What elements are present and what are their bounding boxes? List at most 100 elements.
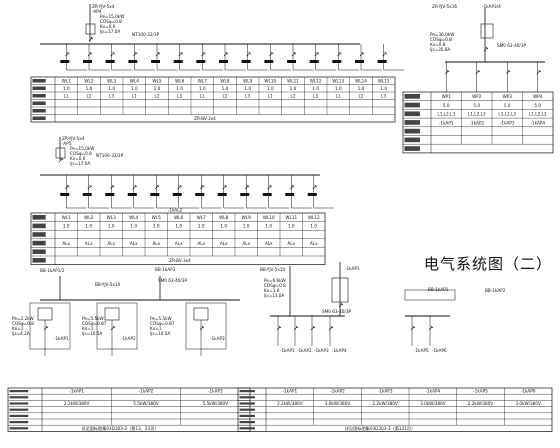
main-breaker-tick [340,302,344,306]
circuit-id: WL11 [287,79,299,84]
branch-breaker [133,52,137,57]
panel-ap3-4: ZR-YJV-5x16-1kAP3/4Pe=36.0kWCOSφ=0.8Kx=0… [402,4,554,154]
panel-param: Ijs=17.0A [100,29,120,34]
main-breaker-label: NT100-32/3P [96,153,124,158]
circuit-power: 1.0 [335,86,342,91]
circuit-id: WP2 [472,94,482,99]
branch-breaker [110,52,114,57]
panel-id-label: -AP5 [62,141,72,146]
branch-breaker-tick [330,325,334,329]
group-param: Pe=2.2kW [12,316,34,321]
circuit-table-row-heading [32,223,46,229]
panel-bb-ap1-2: BB-YJV-5x10Pe=6.6kWCOSφ=0.8Kx=1.0Ijs=13.… [237,262,553,432]
circuit-id: WL3 [107,215,116,220]
circuit-id: WL5 [152,215,161,220]
rcd-block [195,193,205,196]
circuit-phase: L1 [64,94,69,99]
rcd-block [150,193,160,196]
branch-destination: -1kAP2 [297,348,312,353]
main-breaker-label: SM0 63-40/3P [497,43,527,48]
load-rating: 2.2kW/380V [372,401,398,406]
panel-ap4: ZR-YJV-5x4-AP4Pe=15.0kWCOSφ=0.8Kx=0.6Ijs… [30,4,405,123]
circuit-destination: -1kAP3 [500,120,515,125]
branch-breaker-tick [430,325,434,329]
main-breaker [483,47,488,52]
branch-breaker-tick [247,184,250,188]
circuit-phase: L2 [155,94,160,99]
branch-breaker-tick [314,184,317,188]
meter-box [193,307,209,321]
rcd-block [172,193,182,196]
circuit-table-row-heading [32,109,46,113]
circuit-destination: -1kAP4 [530,120,545,125]
branch-destination: -1kAP3 [314,348,329,353]
rcd-block [105,60,115,63]
load-table-row-heading [9,402,29,405]
circuit-power: 1.0 [290,86,297,91]
branch-breaker [65,52,69,57]
main-breaker [88,37,93,42]
branch-breaker-tick [179,184,182,188]
branch-breaker [178,52,182,57]
enclosure-box [29,302,71,350]
circuit-power: 1.0 [244,86,251,91]
circuit-power: 1.0 [265,224,272,229]
circuit-power: 1.0 [130,224,137,229]
circuit-id: WL2 [84,79,93,84]
circuit-phase: L3 [245,94,250,99]
meter-box [104,307,120,321]
branch-breaker-tick [248,51,251,55]
branch-breaker [110,185,114,190]
branch-breaker-tick [135,51,138,55]
load-destination: -1kAP4 [426,389,441,394]
group-breaker-tick [201,325,205,329]
panel-title-left: BB-1kAP1/2 [40,268,65,273]
branch-breaker-tick [89,51,93,55]
load-table-row-heading [239,390,255,393]
branch-breaker [87,185,91,190]
group-param: Kx=1 [150,326,162,331]
circuit-id: WL7 [198,79,207,84]
circuit-phase: ALx [107,241,115,246]
branch-breaker [410,326,415,331]
outgoing-table-row-heading [404,146,420,151]
outgoing-breaker [536,70,540,75]
branch-breaker-tick [293,51,297,55]
main-breaker-label: SM0 63-40/3P [322,309,352,314]
circuit-id: WL1 [62,215,71,220]
circuit-id: WP3 [503,94,513,99]
circuit-id: WL7 [197,215,206,220]
circuit-phase: L3 [313,94,318,99]
branch-breaker-tick [134,184,137,188]
circuit-power: 1.0 [85,224,92,229]
group-breaker [199,326,204,331]
meter-box [331,277,349,303]
branch-breaker [201,52,205,57]
circuit-power: 1.0 [358,86,365,91]
circuit-power: 1.0 [108,86,115,91]
outgoing-breaker-tick [447,69,450,73]
load-rating: 2.2kW/380V [277,401,303,406]
circuit-phase: L1,L2,L3 [437,112,455,117]
circuit-table-row-heading [32,215,46,220]
standard-note: 详见国标图集03D303-2（第13、23页） [81,425,158,432]
branch-breaker [290,185,294,190]
circuit-table-row-heading [32,240,46,246]
circuit-phase: ALx [197,241,205,246]
circuit-power: 1.0 [176,86,183,91]
branch-breaker [177,185,181,190]
load-rating: 5.5kW/380V [133,401,159,406]
circuit-power: 5.0 [443,103,450,108]
rcd-block [309,60,319,63]
rcd-block [307,193,317,196]
feeder-cable-label: ZR-YJV-5x4 [62,136,85,141]
circuit-phase: L1 [132,94,137,99]
panel-param: Pe=15.0kW [100,14,124,19]
circuit-power: 1.0 [199,86,206,91]
circuit-phase: ALx [85,241,93,246]
outgoing-table-frame [402,91,554,154]
branch-breaker-tick [225,51,229,55]
circuit-phase: ALx [220,241,228,246]
branch-breaker [65,185,69,190]
circuit-power: 1.0 [267,86,274,91]
